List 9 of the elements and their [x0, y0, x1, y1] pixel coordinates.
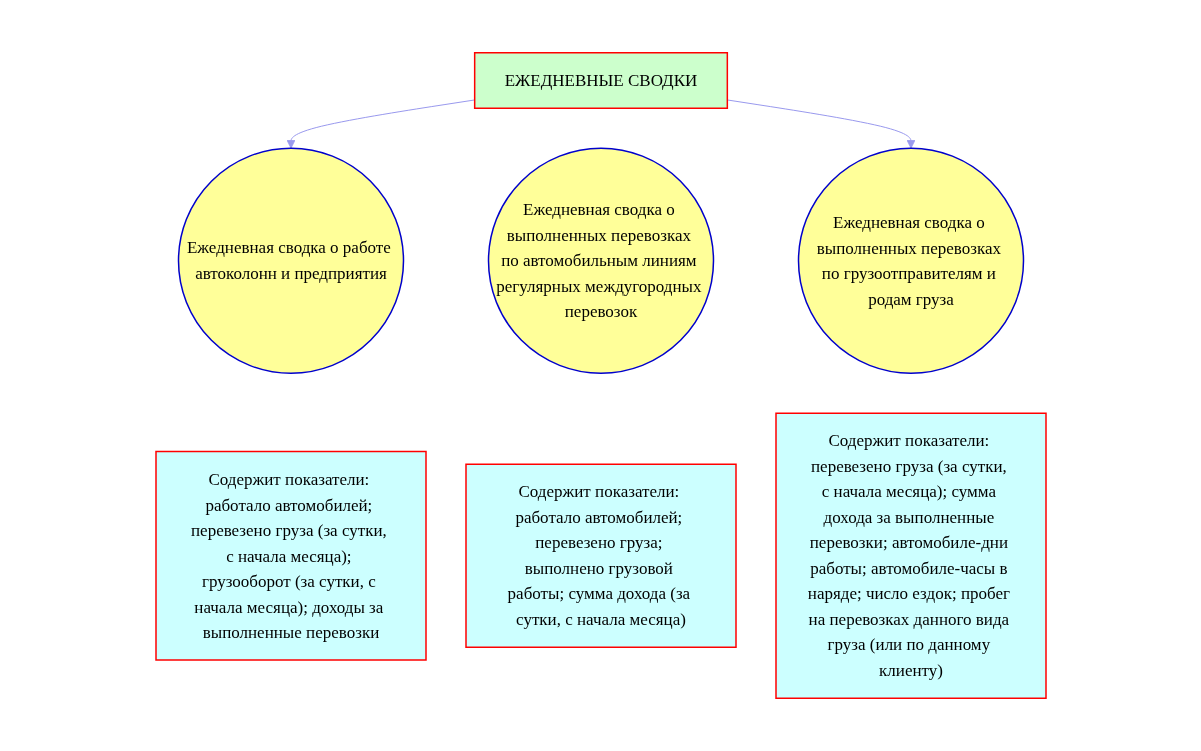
node-box: Содержит показатели: перевезено груза (за сутки, с начала месяца); сумма дохода за выполненные перевозки; автомобиле-дни работы; автомобиле-часы в наряде; число ездок; пробег на перевозках данного вида груза (или по данному клиенту)	[774, 412, 1047, 699]
node-box: Содержит показатели: работало автомобилей; перевезено груза (за сутки, с начала месяца); грузооборот (за сутки, с начала месяца); доходы за выполненные перевозки	[154, 450, 427, 661]
arrow	[286, 99, 475, 149]
node-box: Содержит показатели: работало автомобилей; перевезено груза; выполнено грузовой работы; сумма дохода (за сутки, с начала месяца)	[464, 463, 737, 648]
node-circle: Ежедневная сводка о выполненных перевозках по автомобильным линиям регулярных междугородных перевозок	[487, 147, 714, 374]
node-box: ЕЖЕДНЕВНЫЕ СВОДКИ	[473, 52, 728, 109]
node-circle: Ежедневная сводка о работе автоколонн и предприятия	[177, 147, 404, 374]
node-circle: Ежедневная сводка о выполненных перевозках по грузоотправителям и родам груза	[797, 147, 1024, 374]
arrow	[726, 99, 915, 149]
